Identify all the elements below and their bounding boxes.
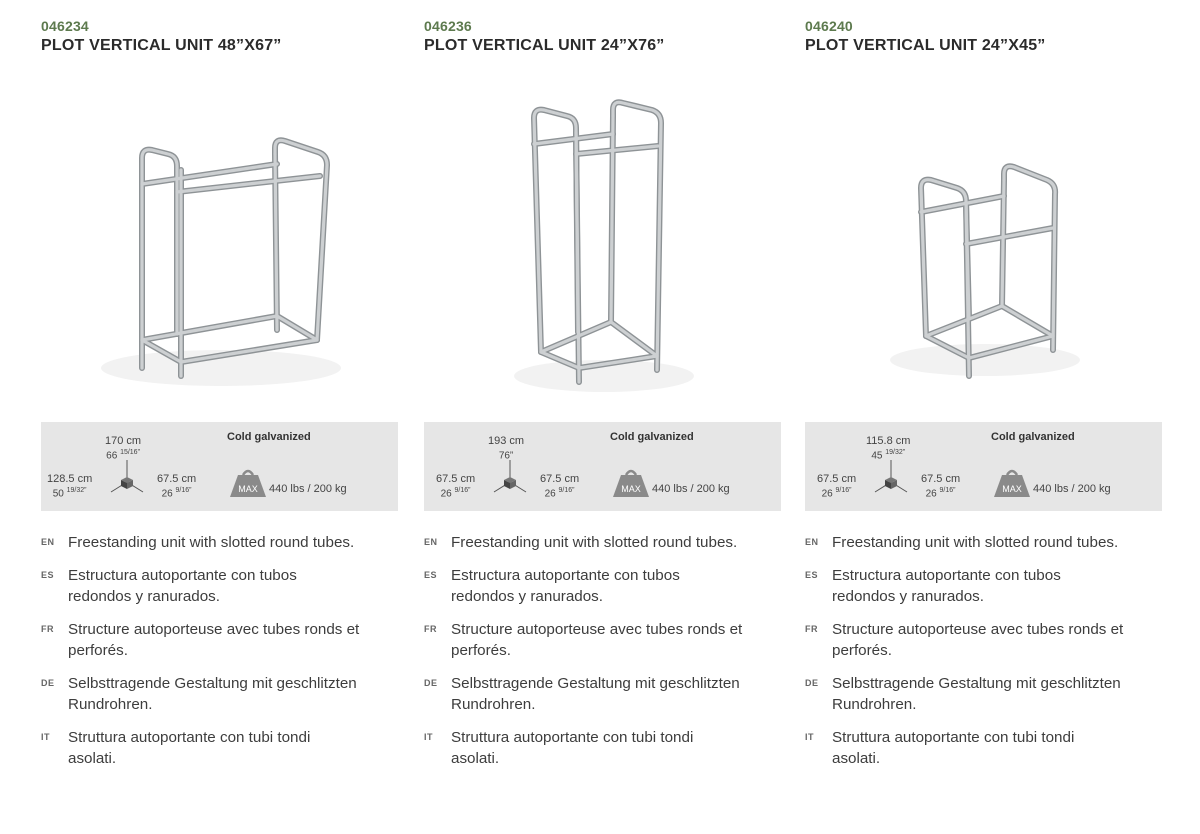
product-title: PLOT VERTICAL UNIT 24”X45” (805, 37, 1046, 54)
product-title: PLOT VERTICAL UNIT 24”X76” (424, 37, 665, 54)
description-text: Freestanding unit with slotted round tub… (68, 534, 355, 551)
spec-panel: 170 cm 66 15/16” 128.5 cm 50 19/32” 67.5… (41, 422, 398, 511)
description-text: Selbsttragende Gestaltung mit geschlitzt… (832, 675, 1121, 713)
description-text: Struttura autoportante con tubi tondi as… (832, 729, 1075, 767)
lang-code: EN (424, 537, 438, 547)
description-text: Estructura autoportante con tubos redond… (68, 567, 297, 605)
product-image-frame-48x67 (41, 70, 411, 410)
description-it: IT Struttura autoportante con tubi tondi … (805, 727, 1175, 769)
rack-illustration (514, 99, 694, 392)
lang-code: DE (424, 678, 438, 688)
product-title: PLOT VERTICAL UNIT 48”X67” (41, 37, 282, 54)
description-en: EN Freestanding unit with slotted round t… (41, 532, 411, 553)
height-dimension: 170 cm 66 15/16” (105, 435, 142, 462)
description-en: EN Freestanding unit with slotted round t… (424, 532, 794, 553)
dimension-axes-icon (110, 460, 144, 493)
weight-icon: MAX (613, 469, 649, 497)
depth-dimension: 67.5 cm 26 9/16” (540, 473, 580, 500)
description-text: Struttura autoportante con tubi tondi as… (68, 729, 311, 767)
description-de: DE Selbsttragende Gestaltung mit geschlit… (41, 673, 411, 715)
description-text: Structure autoporteuse avec tubes ronds … (451, 621, 743, 659)
rack-illustration (890, 163, 1080, 379)
load-capacity: 440 lbs / 200 kg (269, 483, 347, 495)
description-fr: FR Structure autoporteuse avec tubes rond… (424, 619, 794, 661)
description-en: EN Freestanding unit with slotted round t… (805, 532, 1175, 553)
description-text: Struttura autoportante con tubi tondi as… (451, 729, 694, 767)
lang-code: IT (805, 732, 814, 742)
description-es: ES Estructura autoportante con tubos redo… (41, 565, 411, 607)
description-it: IT Struttura autoportante con tubi tondi … (424, 727, 794, 769)
lang-code: DE (41, 678, 55, 688)
lang-code: DE (805, 678, 819, 688)
description-text: Selbsttragende Gestaltung mit geschlitzt… (68, 675, 357, 713)
max-label: MAX (621, 484, 641, 494)
lang-code: EN (805, 537, 819, 547)
product-code: 046234 (41, 18, 89, 34)
description-es: ES Estructura autoportante con tubos redo… (424, 565, 794, 607)
product-code: 046236 (424, 18, 472, 34)
description-list: EN Freestanding unit with slotted round t… (41, 532, 411, 781)
depth-dimension: 67.5 cm 26 9/16” (157, 473, 197, 500)
product-code: 046240 (805, 18, 853, 34)
dimension-axes-icon (874, 460, 908, 493)
width-dimension: 67.5 cm 26 9/16” (436, 473, 476, 500)
product-image-frame-24x45 (805, 70, 1175, 410)
finish-label: Cold galvanized (227, 431, 311, 443)
width-dimension: 128.5 cm 50 19/32” (47, 473, 93, 500)
max-label: MAX (238, 484, 258, 494)
description-text: Structure autoporteuse avec tubes ronds … (68, 621, 360, 659)
description-fr: FR Structure autoporteuse avec tubes rond… (41, 619, 411, 661)
finish-label: Cold galvanized (610, 431, 694, 443)
description-text: Structure autoporteuse avec tubes ronds … (832, 621, 1124, 659)
height-dimension: 193 cm 76” (488, 435, 525, 462)
product-image-frame-24x76 (424, 70, 794, 410)
depth-dimension: 67.5 cm 26 9/16” (921, 473, 961, 500)
finish-label: Cold galvanized (991, 431, 1075, 443)
description-text: Freestanding unit with slotted round tub… (451, 534, 738, 551)
description-es: ES Estructura autoportante con tubos redo… (805, 565, 1175, 607)
lang-code: ES (424, 570, 438, 580)
description-de: DE Selbsttragende Gestaltung mit geschlit… (424, 673, 794, 715)
lang-code: EN (41, 537, 55, 547)
spec-panel: 115.8 cm 45 19/32” 67.5 cm 26 9/16” 67.5… (805, 422, 1162, 511)
lang-code: IT (424, 732, 433, 742)
description-fr: FR Structure autoporteuse avec tubes rond… (805, 619, 1175, 661)
lang-code: ES (805, 570, 819, 580)
lang-code: ES (41, 570, 55, 580)
lang-code: FR (424, 624, 437, 634)
height-dimension: 115.8 cm 45 19/32” (866, 435, 911, 462)
load-capacity: 440 lbs / 200 kg (1033, 483, 1111, 495)
width-dimension: 67.5 cm 26 9/16” (817, 473, 857, 500)
description-it: IT Struttura autoportante con tubi tondi … (41, 727, 411, 769)
weight-icon: MAX (994, 469, 1030, 497)
lang-code: IT (41, 732, 50, 742)
description-de: DE Selbsttragende Gestaltung mit geschlit… (805, 673, 1175, 715)
description-text: Estructura autoportante con tubos redond… (451, 567, 680, 605)
lang-code: FR (41, 624, 54, 634)
weight-icon: MAX (230, 469, 266, 497)
max-label: MAX (1002, 484, 1022, 494)
description-text: Estructura autoportante con tubos redond… (832, 567, 1061, 605)
lang-code: FR (805, 624, 818, 634)
spec-panel: 193 cm 76” 67.5 cm 26 9/16” 67.5 cm 26 9… (424, 422, 781, 511)
description-list: EN Freestanding unit with slotted round t… (805, 532, 1175, 781)
load-capacity: 440 lbs / 200 kg (652, 483, 730, 495)
description-text: Selbsttragende Gestaltung mit geschlitzt… (451, 675, 740, 713)
description-list: EN Freestanding unit with slotted round t… (424, 532, 794, 781)
description-text: Freestanding unit with slotted round tub… (832, 534, 1119, 551)
rack-illustration (101, 137, 341, 386)
dimension-axes-icon (493, 460, 527, 493)
